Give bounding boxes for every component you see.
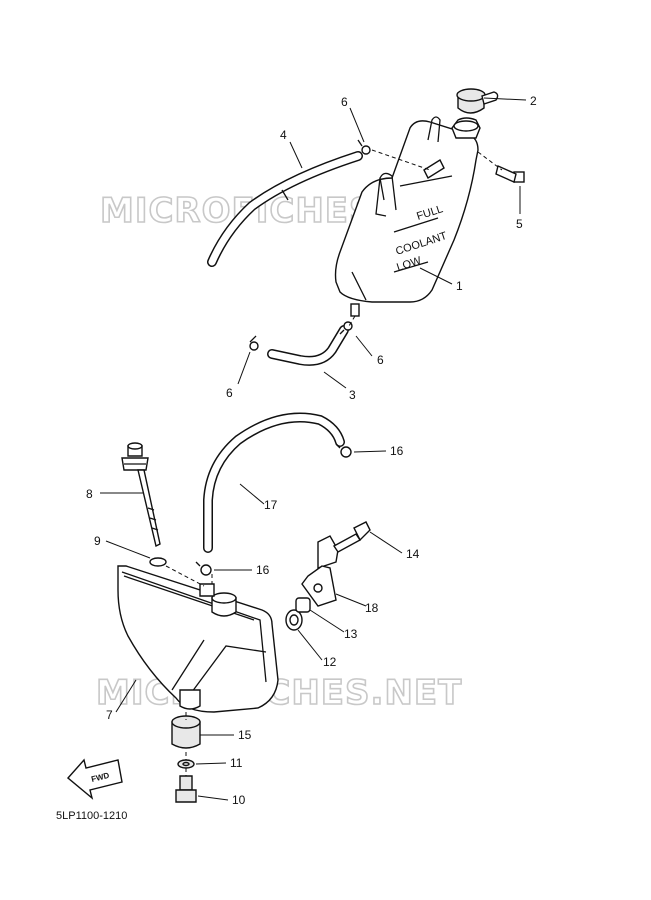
hose-clip-lower-left <box>249 335 259 351</box>
collar <box>295 597 311 613</box>
forward-label: FWD <box>90 771 110 784</box>
callout-10: 10 <box>232 793 246 807</box>
callout-4: 4 <box>280 128 287 142</box>
callout-8: 8 <box>86 487 93 501</box>
watermark-bottom: MICROFICHES.NET <box>96 673 462 713</box>
dipstick <box>121 442 161 548</box>
callout-6-right: 6 <box>377 353 384 367</box>
callout-2: 2 <box>530 94 537 108</box>
drain-bolt <box>175 775 197 803</box>
mounting-bolt-upper <box>495 165 525 183</box>
callout-1: 1 <box>456 279 463 293</box>
callout-5: 5 <box>516 217 523 231</box>
callout-16-upper: 16 <box>390 444 404 458</box>
callout-18: 18 <box>365 601 379 615</box>
callout-13: 13 <box>344 627 358 641</box>
oil-tank <box>117 565 279 713</box>
grommet <box>285 609 303 631</box>
callout-11: 11 <box>230 756 243 770</box>
callout-15: 15 <box>238 728 252 742</box>
callout-12: 12 <box>323 655 337 669</box>
callout-14: 14 <box>406 547 420 561</box>
callout-16-lower: 16 <box>256 563 270 577</box>
oil-hose <box>203 412 345 553</box>
callout-9: 9 <box>94 534 101 548</box>
drain-plug <box>171 715 201 749</box>
callout-7: 7 <box>106 708 113 722</box>
oil-hose-clip-upper <box>335 443 352 458</box>
callout-6-left: 6 <box>226 386 233 400</box>
drain-washer <box>177 759 195 769</box>
callout-3: 3 <box>349 388 356 402</box>
dipstick-o-ring <box>149 557 167 567</box>
diagram-code: 5LP1100-1210 <box>56 810 127 822</box>
forward-direction-arrow: FWD <box>66 758 123 800</box>
oil-hose-clip-lower <box>195 561 212 576</box>
tank-bracket <box>301 535 339 607</box>
hose-clip-top <box>357 139 371 155</box>
short-hose <box>267 325 349 366</box>
callout-6-top: 6 <box>341 95 348 109</box>
callout-17: 17 <box>264 498 278 512</box>
overflow-hose <box>207 151 363 267</box>
coolant-reservoir-tank: FULL COOLANT LOW <box>334 116 481 317</box>
bracket-bolt <box>332 521 371 553</box>
reservoir-cap <box>456 88 499 114</box>
